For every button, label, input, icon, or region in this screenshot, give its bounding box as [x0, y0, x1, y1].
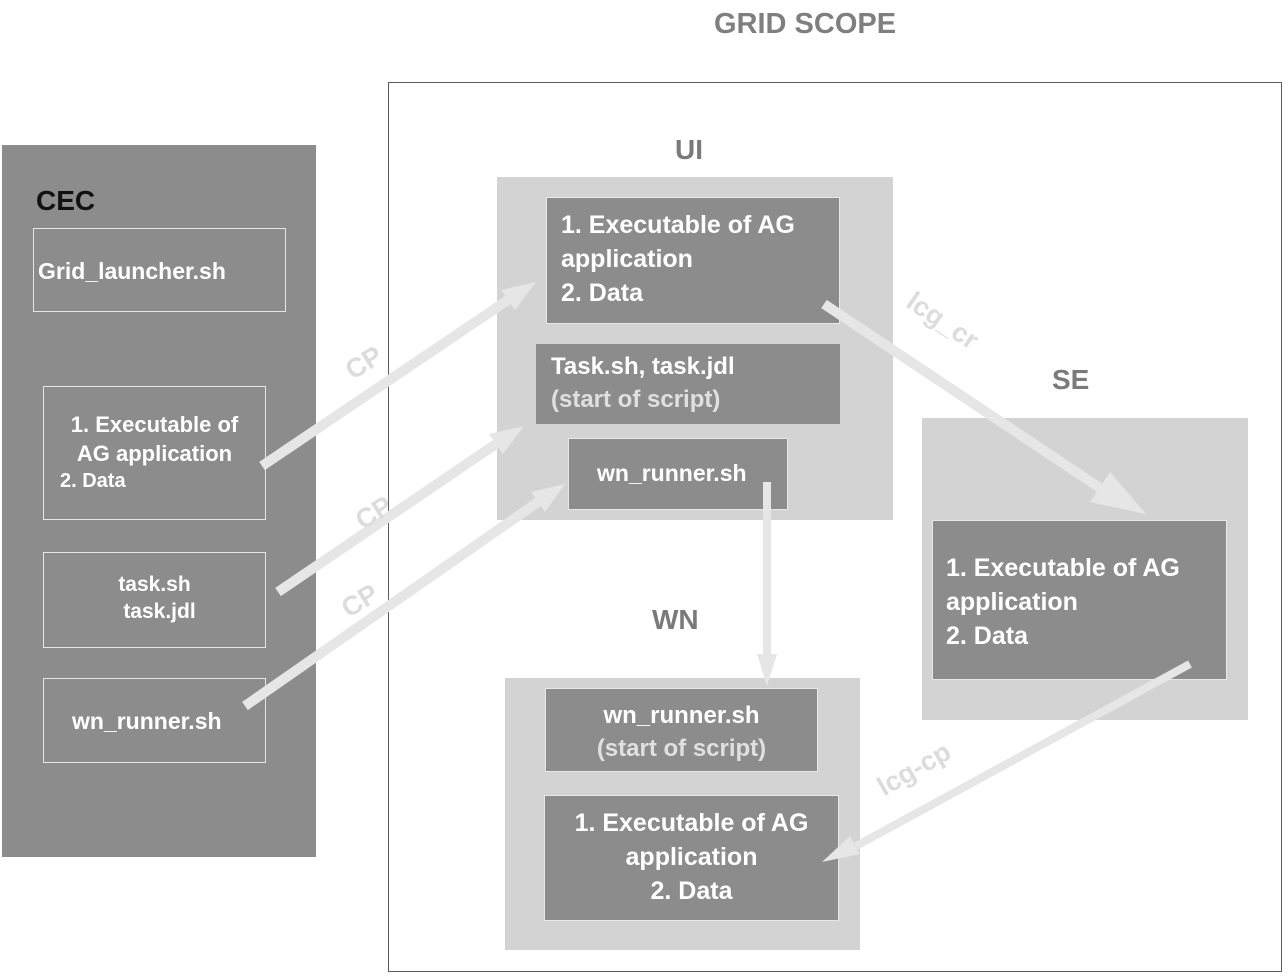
cec-label: CEC: [36, 185, 96, 216]
ui-task-line2: (start of script): [551, 386, 721, 413]
se-app-line2: application: [946, 588, 1078, 616]
arrow-lcg-cp-head: [822, 836, 860, 862]
ui-runner-box: wn_runner.sh: [568, 438, 788, 510]
se-app-box: 1. Executable of AG application 2. Data: [932, 520, 1227, 680]
arrow-cp-3: [242, 497, 541, 711]
cec-task-line2: task.jdl: [123, 600, 196, 624]
cec-runner-box: wn_runner.sh: [43, 678, 266, 763]
se-app-line1: 1. Executable of AG: [946, 554, 1180, 582]
arrow-cp-3-head: [531, 484, 565, 512]
arrow-cp-2: [275, 439, 499, 597]
cec-panel: [2, 145, 316, 857]
ui-app-line1: 1. Executable of AG: [561, 211, 795, 239]
arrow-cp-2-head: [489, 426, 524, 454]
diagram-title: GRID SCOPE: [714, 8, 897, 40]
se-app-line3: 2. Data: [946, 622, 1028, 650]
arrow-cp-1-head: [501, 282, 536, 310]
ui-app-box: 1. Executable of AG application 2. Data: [546, 197, 840, 324]
ui-task-line1: Task.sh, task.jdl: [551, 353, 735, 380]
wn-label: WN: [652, 604, 699, 635]
arrow-cp-1: [259, 295, 511, 471]
ui-runner-text: wn_runner.sh: [597, 460, 747, 486]
wn-runner-line2: (start of script): [596, 735, 767, 762]
cec-launcher-text: Grid_launcher.sh: [38, 258, 226, 284]
ui-app-line2: application: [561, 245, 693, 273]
cec-app-line3: 2. Data: [60, 470, 126, 493]
cec-launcher-box: Grid_launcher.sh: [33, 228, 286, 312]
wn-app-line1: 1. Executable of AG: [574, 809, 809, 837]
arrow-lcg-cp: [854, 660, 1192, 850]
cec-app-line2: AG application: [76, 440, 233, 466]
cec-task-box: task.sh task.jdl: [43, 552, 266, 648]
arrow-lcg-cr: [821, 299, 1103, 493]
cec-runner-text: wn_runner.sh: [72, 708, 222, 734]
wn-runner-line1: wn_runner.sh: [603, 702, 760, 729]
arrow-ui-to-wn-head: [757, 654, 777, 686]
wn-runner-box: wn_runner.sh (start of script): [545, 688, 818, 772]
arrow-lcg-cr-head: [1090, 472, 1146, 514]
cec-app-line1: 1. Executable of: [70, 412, 239, 437]
ui-task-box: Task.sh, task.jdl (start of script): [536, 344, 840, 424]
wn-app-box: 1. Executable of AG application 2. Data: [544, 795, 839, 921]
ui-app-line3: 2. Data: [561, 279, 643, 307]
ui-label: UI: [675, 134, 703, 165]
wn-app-line3: 2. Data: [650, 877, 733, 905]
wn-app-line2: application: [625, 843, 758, 871]
se-label: SE: [1052, 364, 1090, 395]
cec-task-line1: task.sh: [118, 573, 191, 596]
cec-app-box: 1. Executable of AG application 2. Data: [43, 386, 266, 520]
